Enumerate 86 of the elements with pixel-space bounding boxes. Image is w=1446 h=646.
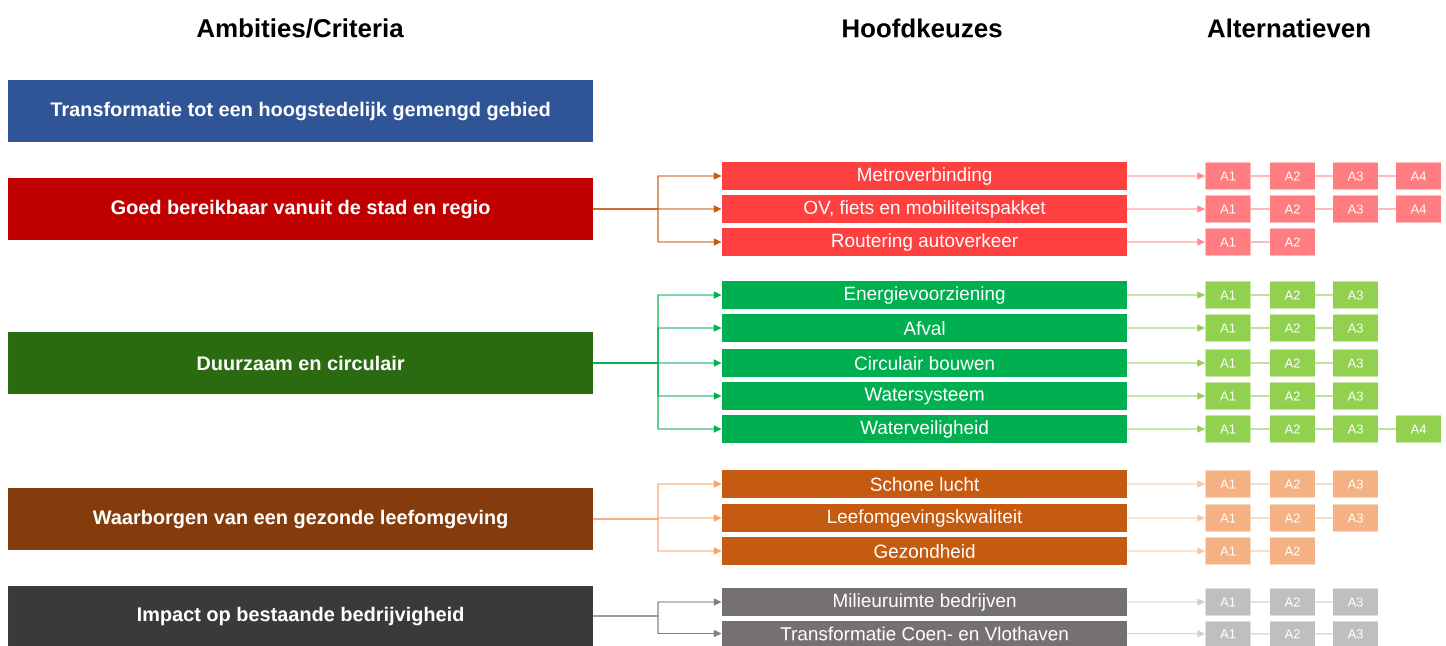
- connector-line: [1377, 428, 1397, 430]
- choice-box: Gezondheid: [722, 537, 1127, 565]
- criterion-box: Impact op bestaande bedrijvigheid: [8, 586, 593, 646]
- connector-line: [1250, 175, 1271, 177]
- alternative-box: A1: [1205, 415, 1251, 443]
- choice-box: Metroverbinding: [722, 162, 1127, 190]
- alternative-box: A2: [1270, 504, 1315, 532]
- alternative-box: A1: [1205, 228, 1251, 256]
- choice-box: Schone lucht: [722, 470, 1127, 498]
- alternative-box: A3: [1333, 281, 1378, 309]
- choice-box: Routering autoverkeer: [722, 228, 1127, 256]
- connector-line: [1314, 294, 1334, 296]
- alternative-box: A3: [1333, 588, 1378, 616]
- alternative-box: A3: [1333, 195, 1378, 223]
- connector-line: [1377, 208, 1397, 210]
- connector-line: [1250, 294, 1271, 296]
- alternative-box: A3: [1333, 415, 1378, 443]
- criterion-box: Duurzaam en circulair: [8, 332, 593, 394]
- alternative-box: A2: [1270, 588, 1315, 616]
- criterion-box: Goed bereikbaar vanuit de stad en regio: [8, 178, 593, 240]
- alternative-box: A3: [1333, 621, 1378, 646]
- connector-line: [1250, 362, 1271, 364]
- choice-box: Circulair bouwen: [722, 349, 1127, 377]
- alternative-box: A2: [1270, 382, 1315, 410]
- criterion-box: Transformatie tot een hoogstedelijk gemengd gebied: [8, 80, 593, 142]
- connector-line: [1250, 241, 1271, 243]
- alternative-box: A2: [1270, 415, 1315, 443]
- choice-box: Afval: [722, 314, 1127, 342]
- alternative-box: A2: [1270, 162, 1315, 190]
- connector-line: [1250, 483, 1271, 485]
- alternative-box: A1: [1205, 349, 1251, 377]
- connector-line: [1377, 175, 1397, 177]
- alternative-box: A2: [1270, 621, 1315, 646]
- alternative-box: A1: [1205, 314, 1251, 342]
- choice-box: Milieuruimte bedrijven: [722, 588, 1127, 616]
- connector-line: [1314, 175, 1334, 177]
- choice-box: OV, fiets en mobiliteitspakket: [722, 195, 1127, 223]
- connector-line: [1250, 428, 1271, 430]
- alternative-box: A2: [1270, 195, 1315, 223]
- alternative-box: A1: [1205, 537, 1251, 565]
- alternative-box: A1: [1205, 621, 1251, 646]
- alternative-box: A1: [1205, 588, 1251, 616]
- alternative-box: A1: [1205, 504, 1251, 532]
- connector-line: [1250, 208, 1271, 210]
- alternative-box: A3: [1333, 470, 1378, 498]
- alternative-box: A2: [1270, 281, 1315, 309]
- choice-box: Waterveiligheid: [722, 415, 1127, 443]
- alternative-box: A3: [1333, 162, 1378, 190]
- connector-line: [1250, 395, 1271, 397]
- connector-line: [1314, 517, 1334, 519]
- alternative-box: A3: [1333, 349, 1378, 377]
- alternative-box: A1: [1205, 470, 1251, 498]
- connector-line: [1314, 208, 1334, 210]
- column-heading: Hoofdkeuzes: [843, 18, 1002, 38]
- criterion-box: Waarborgen van een gezonde leefomgeving: [8, 488, 593, 550]
- choice-box: Transformatie Coen- en Vlothaven: [722, 621, 1127, 646]
- alternative-box: A3: [1333, 382, 1378, 410]
- alternative-box: A2: [1270, 349, 1315, 377]
- alternative-box: A1: [1205, 281, 1251, 309]
- choice-box: Leefomgevingskwaliteit: [722, 504, 1127, 532]
- connector-line: [1314, 633, 1334, 635]
- choice-box: Energievoorziening: [722, 281, 1127, 309]
- connector-line: [1250, 327, 1271, 329]
- connector-line: [1314, 395, 1334, 397]
- column-heading: Alternatieven: [1207, 18, 1370, 38]
- alternative-box: A3: [1333, 504, 1378, 532]
- connector-line: [1314, 362, 1334, 364]
- alternative-box: A1: [1205, 162, 1251, 190]
- alternative-box: A2: [1270, 228, 1315, 256]
- alternative-box: A2: [1270, 537, 1315, 565]
- alternative-box: A4: [1396, 415, 1441, 443]
- column-heading: Ambities/Criteria: [197, 18, 404, 38]
- alternative-box: A3: [1333, 314, 1378, 342]
- alternative-box: A1: [1205, 195, 1251, 223]
- alternative-box: A2: [1270, 314, 1315, 342]
- connector-line: [1314, 428, 1334, 430]
- connector-line: [1250, 633, 1271, 635]
- alternative-box: A2: [1270, 470, 1315, 498]
- choice-box: Watersysteem: [722, 382, 1127, 410]
- connector-line: [1250, 550, 1271, 552]
- alternative-box: A4: [1396, 162, 1441, 190]
- alternative-box: A1: [1205, 382, 1251, 410]
- connector-line: [1314, 483, 1334, 485]
- connector-line: [1314, 327, 1334, 329]
- alternative-box: A4: [1396, 195, 1441, 223]
- connector-line: [1250, 517, 1271, 519]
